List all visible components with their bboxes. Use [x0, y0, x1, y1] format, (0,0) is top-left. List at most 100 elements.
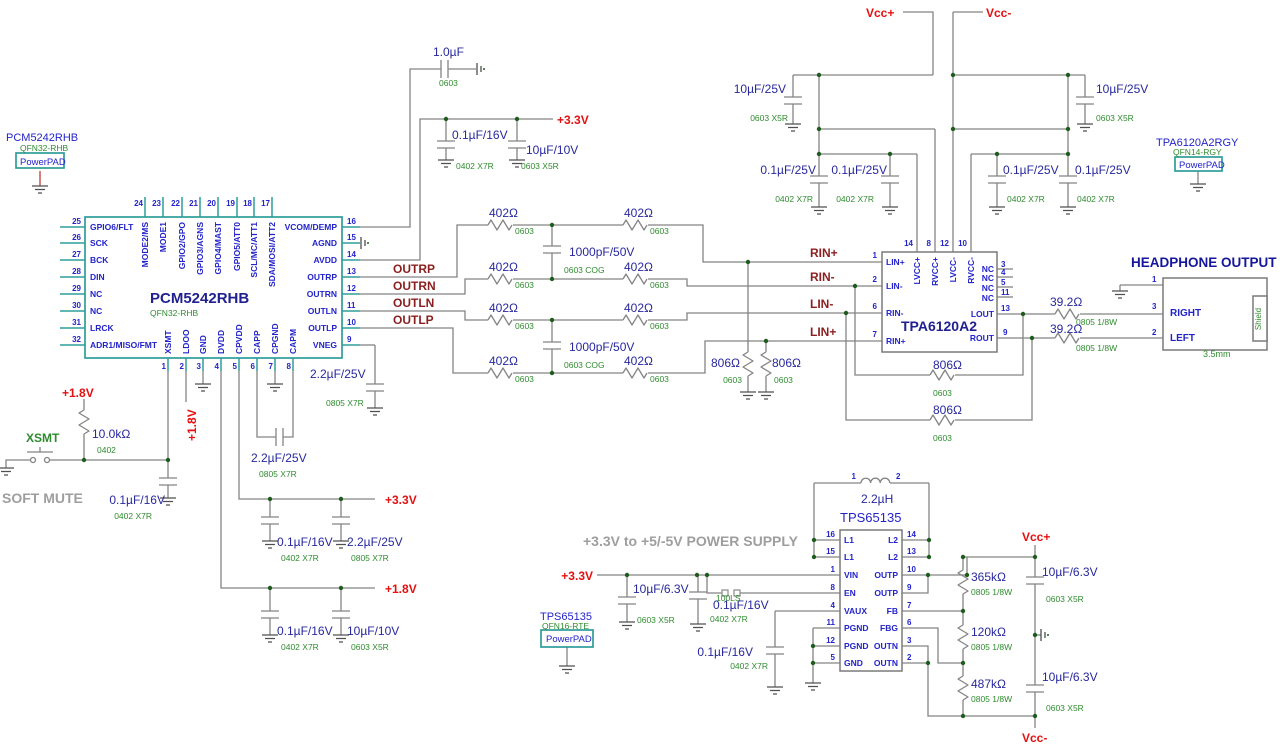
tpa-pin-label: LIN+: [886, 257, 905, 267]
r-footprint: 0603: [515, 280, 534, 290]
tps-pin-label: GND: [844, 658, 863, 668]
net-xsmt: XSMT: [26, 431, 60, 445]
c-value: 1.0µF: [433, 45, 464, 59]
tps-pin-label: VIN: [844, 570, 858, 580]
pcm-pin-label: AGND: [312, 238, 337, 248]
tps-pin-num: 2: [907, 653, 912, 662]
pcm-pin-label: OUTRN: [307, 289, 337, 299]
rail-vccn-label: Vcc-: [1022, 731, 1047, 745]
r-value: 402Ω: [624, 206, 653, 220]
net-rinn: RIN-: [810, 270, 835, 284]
tpa-pin-num: 8: [927, 239, 932, 248]
tpa-pin-label: NC: [982, 273, 994, 283]
r-footprint: 0603: [933, 388, 952, 398]
tps-pin-num: 12: [826, 636, 835, 645]
pcm-pin-num: 10: [347, 318, 356, 327]
rail-3v3-label: +3.3V: [385, 493, 417, 507]
tps-pin-num: 13: [907, 547, 916, 556]
pcm-pin-num: 31: [72, 318, 81, 327]
pcm-pin-label: DIN: [90, 272, 105, 282]
pcm-pin-num: 29: [72, 284, 81, 293]
net-linn: LIN-: [810, 297, 833, 311]
jack-shield-box: [1252, 295, 1268, 342]
c-value: 0.1µF/25V: [1003, 163, 1059, 177]
pcm-pin-num: 4: [215, 362, 220, 371]
pcm-pin-label: CAPM: [288, 329, 298, 354]
tpa-pin-num: 5: [1001, 278, 1006, 287]
tps-pin-num: 4: [831, 601, 836, 610]
pcm-pin-num: 13: [347, 267, 356, 276]
c-footprint: 0805 X7R: [326, 398, 364, 408]
pcm-pin-num: 19: [226, 199, 235, 208]
tpa-title: TPA6120A2: [901, 318, 977, 334]
c-footprint: 0402 X7R: [1077, 194, 1115, 204]
c-value: 0.1µF/16V: [452, 128, 508, 142]
tpa-pin-label: ROUT: [970, 333, 995, 343]
pcm-pin-label: SCK: [90, 238, 109, 248]
tpa-pin-num: 10: [958, 239, 967, 248]
r-footprint: 0603: [515, 374, 534, 384]
tpa-pin-label: RVCC-: [966, 257, 976, 284]
pcm-pin-num: 30: [72, 301, 81, 310]
r-footprint: 0603: [650, 226, 669, 236]
r-value: 806Ω: [711, 356, 740, 370]
pcm-pin-label: LRCK: [90, 323, 114, 333]
pcm-pin-num: 7: [269, 362, 274, 371]
tps-pin-num: 14: [907, 530, 916, 539]
tpa-pin-num: 13: [1001, 304, 1010, 313]
c-footprint: 0805 X7R: [351, 553, 389, 563]
pcm-pin-num: 15: [347, 233, 356, 242]
pcm-pin-num: 8: [287, 362, 292, 371]
r-footprint: 0603: [650, 321, 669, 331]
tps-pin-num: 7: [907, 601, 912, 610]
c-value: 10µF/10V: [347, 624, 399, 638]
pcm-pin-num: 21: [189, 199, 198, 208]
pushbutton-contact: [29, 456, 37, 464]
tps-part-package: QFN16-RTE: [542, 621, 589, 631]
jumper-label: 100LS: [716, 593, 741, 603]
net-rinp: RIN+: [810, 246, 838, 260]
tpa-powerpad-box: [1174, 156, 1223, 172]
pcm-pin-num: 2: [180, 362, 185, 371]
pcm-powerpad-box: [15, 152, 65, 169]
hp-pin-label: LEFT: [1170, 333, 1195, 344]
pcm-part-powerpad: PowerPAD: [20, 157, 66, 168]
pcm-pin-num: 22: [171, 199, 180, 208]
l-value: 2.2µH: [861, 492, 893, 506]
c-footprint: 0603 X5R: [1096, 113, 1134, 123]
component-glyph-layer: [0, 60, 1206, 728]
tpa-pin-num: 1: [873, 251, 878, 260]
tpa6120-chip-body: [881, 251, 998, 353]
rail-1v8-label: +1.8V: [62, 386, 94, 400]
jumper-pad: [733, 589, 741, 597]
tpa-pin-label: LVCC+: [912, 257, 922, 285]
pcm-pin-label: NC: [90, 289, 102, 299]
tpa-part-name: TPA6120A2RGY: [1156, 137, 1239, 149]
r-footprint: 0603: [515, 321, 534, 331]
c-footprint: 0603 X5R: [521, 161, 559, 171]
r-footprint: 0603: [933, 433, 952, 443]
pcm-pin-num: 11: [347, 301, 356, 310]
psu-title: +3.3V to +5/-5V POWER SUPPLY: [583, 533, 799, 549]
pcm-pin-label: BCK: [90, 255, 109, 265]
tpa-pin-num: 11: [1001, 288, 1010, 297]
pcm-subtitle: QFN32-RHB: [150, 308, 199, 318]
net-outrp: OUTRP: [393, 262, 435, 276]
tps-pin-num: 10: [907, 565, 916, 574]
tps65135-chip-body: [839, 529, 903, 672]
pcm-pin-label: LDOO: [181, 329, 191, 354]
tpa-pin-label: LVCC-: [948, 257, 958, 283]
tps-pin-num: 15: [826, 547, 835, 556]
c-footprint: 0603: [439, 78, 458, 88]
tpa-pin-label: NC: [982, 264, 994, 274]
hp-size-label: 3.5mm: [1203, 349, 1231, 359]
r-value: 39.2Ω: [1050, 322, 1082, 336]
tpa-pin-num: 14: [904, 239, 913, 248]
c-footprint: 0603 X5R: [1046, 594, 1084, 604]
tps-pin-label: OUTN: [874, 658, 898, 668]
net-linp: LIN+: [810, 325, 836, 339]
tps-pin-label: PGND: [844, 623, 869, 633]
c-footprint: 0603 X5R: [637, 615, 675, 625]
r-value: 10.0kΩ: [92, 427, 130, 441]
